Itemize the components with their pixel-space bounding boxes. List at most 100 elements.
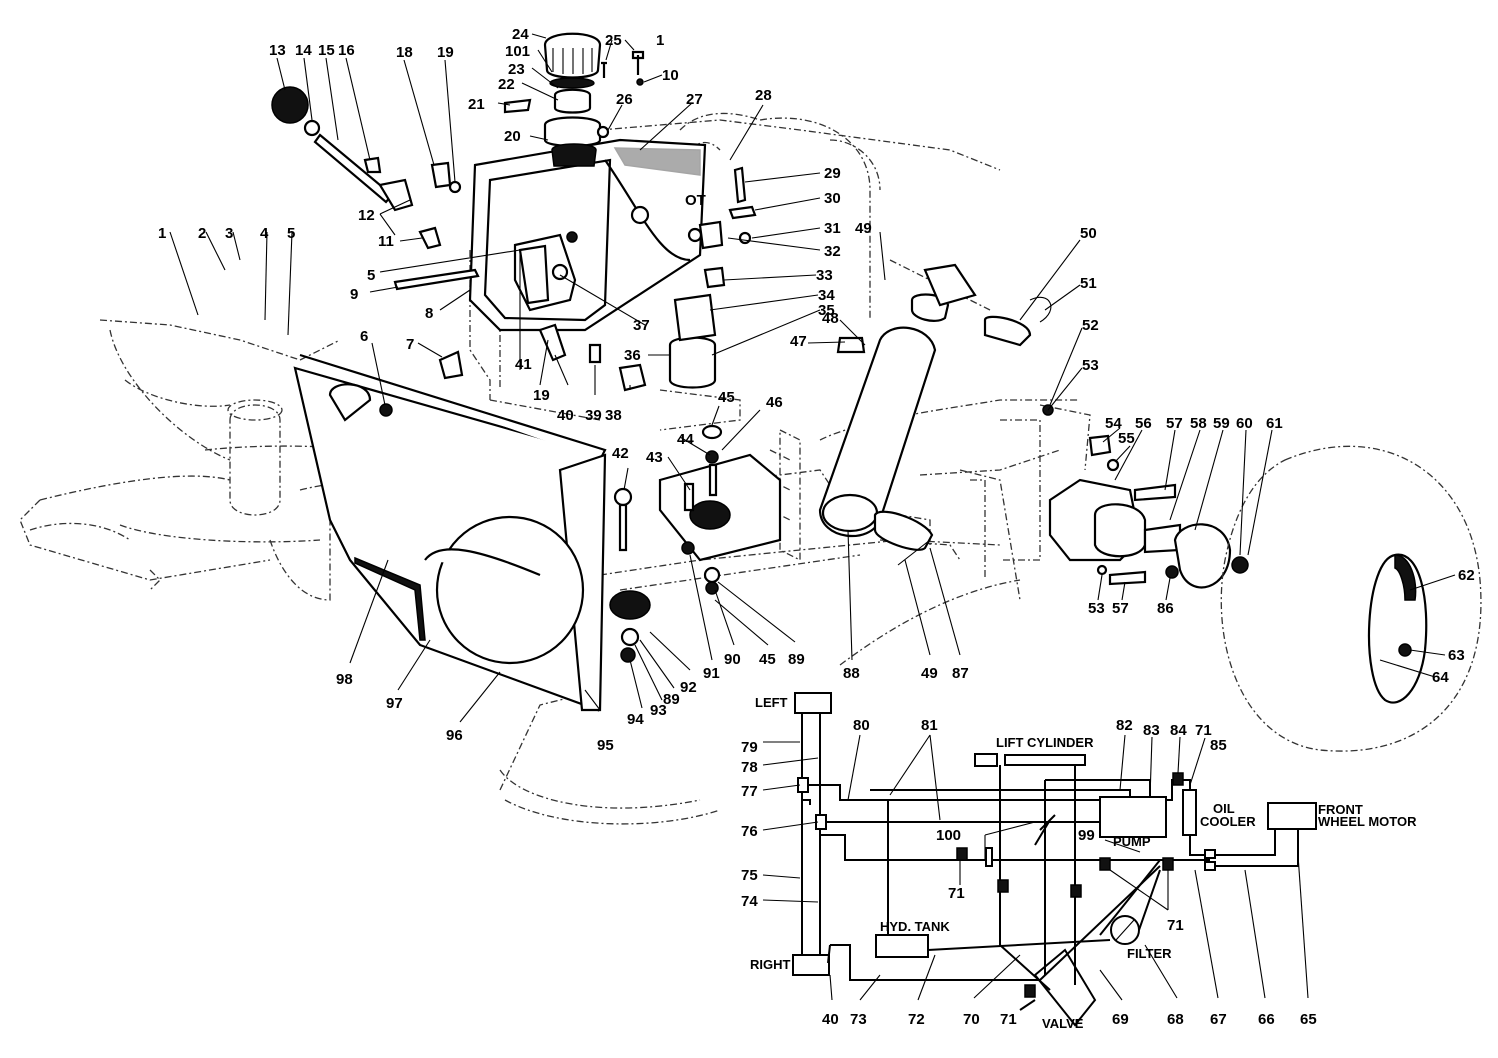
callout-28: 28 bbox=[755, 87, 772, 104]
callout-27: 27 bbox=[686, 91, 703, 108]
callout-1: 1 bbox=[158, 225, 166, 242]
callout-80: 80 bbox=[853, 717, 870, 734]
callout-5: 5 bbox=[367, 267, 375, 284]
callout-91: 91 bbox=[703, 665, 720, 682]
callout-43: 43 bbox=[646, 449, 663, 466]
callout-39: 39 bbox=[585, 407, 602, 424]
callout-94: 94 bbox=[627, 711, 644, 728]
callout-34: 34 bbox=[818, 287, 835, 304]
callout-97: 97 bbox=[386, 695, 403, 712]
callout-51: 51 bbox=[1080, 275, 1097, 292]
lift-cylinder bbox=[818, 263, 1052, 551]
leader-lines bbox=[169, 33, 1456, 723]
callout-21: 21 bbox=[468, 96, 485, 113]
callout-24: 24 bbox=[512, 26, 529, 43]
label-cooler: COOLER bbox=[1200, 814, 1256, 829]
fitting-71 bbox=[997, 879, 1009, 893]
callout-13: 13 bbox=[269, 42, 286, 59]
callout-10: 10 bbox=[662, 67, 679, 84]
engine-mounts bbox=[609, 424, 782, 663]
callout-93: 93 bbox=[650, 702, 667, 719]
callout-55: 55 bbox=[1118, 430, 1135, 447]
callout-57: 57 bbox=[1112, 600, 1129, 617]
callout-20: 20 bbox=[504, 128, 521, 145]
callout-71: 71 bbox=[948, 885, 965, 902]
left-motor-box bbox=[794, 692, 832, 714]
callout-59: 59 bbox=[1213, 415, 1230, 432]
callout-49: 49 bbox=[921, 665, 938, 682]
fan-shroud bbox=[293, 353, 607, 712]
callout-71: 71 bbox=[1195, 722, 1212, 739]
lift-cylinder-rod bbox=[974, 753, 998, 767]
fitting-71 bbox=[1162, 857, 1174, 871]
callout-32: 32 bbox=[824, 243, 841, 260]
callout-76: 76 bbox=[741, 823, 758, 840]
callout-68: 68 bbox=[1167, 1011, 1184, 1028]
callout-86: 86 bbox=[1157, 600, 1174, 617]
callout-81: 81 bbox=[921, 717, 938, 734]
callout-56: 56 bbox=[1135, 415, 1152, 432]
fitting-71 bbox=[1070, 884, 1082, 898]
label-oil: OIL bbox=[1213, 801, 1235, 816]
callout-12: 12 bbox=[358, 207, 375, 224]
callout-14: 14 bbox=[295, 42, 312, 59]
callout-53: 53 bbox=[1082, 357, 1099, 374]
callout-numbers: 24 25 1 101 23 10 22 26 21 27 28 20 13 1… bbox=[158, 26, 1475, 1028]
callout-49: 49 bbox=[855, 220, 872, 237]
callout-3: 3 bbox=[225, 225, 233, 242]
callout-35: 35 bbox=[818, 302, 835, 319]
label-valve: VALVE bbox=[1042, 1016, 1084, 1031]
label-front: FRONT bbox=[1318, 802, 1363, 817]
callout-6: 6 bbox=[360, 328, 368, 345]
schematic-labels: LEFT RIGHT LIFT CYLINDER PUMP OIL COOLER… bbox=[750, 695, 1417, 1031]
wheel-motor-hub bbox=[1042, 404, 1249, 589]
callout-54: 54 bbox=[1105, 415, 1122, 432]
callout-31: 31 bbox=[824, 220, 841, 237]
callout-18: 18 bbox=[396, 44, 413, 61]
label-pump: PUMP bbox=[1113, 834, 1151, 849]
hydraulic-tank: OT bbox=[468, 138, 707, 332]
callout-44: 44 bbox=[677, 431, 694, 448]
callout-83: 83 bbox=[1143, 722, 1160, 739]
callout-33: 33 bbox=[816, 267, 833, 284]
fitting-71 bbox=[1099, 857, 1111, 871]
callout-100: 100 bbox=[936, 827, 961, 844]
label-lift-cylinder: LIFT CYLINDER bbox=[996, 735, 1094, 750]
callout-88: 88 bbox=[843, 665, 860, 682]
callout-11: 11 bbox=[378, 233, 394, 250]
label-right: RIGHT bbox=[750, 957, 791, 972]
callout-16: 16 bbox=[338, 42, 355, 59]
fitting-71 bbox=[1024, 984, 1036, 998]
callout-2: 2 bbox=[198, 225, 206, 242]
oil-cooler-box bbox=[1182, 789, 1197, 836]
control-valve bbox=[393, 231, 647, 392]
callout-87: 87 bbox=[952, 665, 969, 682]
callout-7: 7 bbox=[406, 336, 414, 353]
callout-57: 57 bbox=[1166, 415, 1183, 432]
fitting-71 bbox=[1172, 772, 1184, 786]
callout-23: 23 bbox=[508, 61, 525, 78]
valve-symbol bbox=[1033, 948, 1097, 1027]
callout-98: 98 bbox=[336, 671, 353, 688]
label-hyd-tank: HYD. TANK bbox=[880, 919, 950, 934]
callout-61: 61 bbox=[1266, 415, 1283, 432]
callout-53: 53 bbox=[1088, 600, 1105, 617]
callout-58: 58 bbox=[1190, 415, 1207, 432]
callout-99: 99 bbox=[1078, 827, 1095, 844]
callout-50: 50 bbox=[1080, 225, 1097, 242]
tank-logo-text: OT bbox=[685, 192, 706, 209]
callout-36: 36 bbox=[624, 347, 641, 364]
callout-48: 48 bbox=[822, 310, 839, 327]
callout-26: 26 bbox=[616, 91, 633, 108]
callout-64: 64 bbox=[1432, 669, 1449, 686]
callout-89: 89 bbox=[788, 651, 805, 668]
callout-71: 71 bbox=[1167, 917, 1184, 934]
callout-71: 71 bbox=[1000, 1011, 1017, 1028]
callout-25: 25 bbox=[605, 32, 622, 49]
callout-9: 9 bbox=[350, 286, 358, 303]
label-wheel-motor: WHEEL MOTOR bbox=[1318, 814, 1417, 829]
callout-96: 96 bbox=[446, 727, 463, 744]
callout-29: 29 bbox=[824, 165, 841, 182]
callout-38: 38 bbox=[605, 407, 622, 424]
